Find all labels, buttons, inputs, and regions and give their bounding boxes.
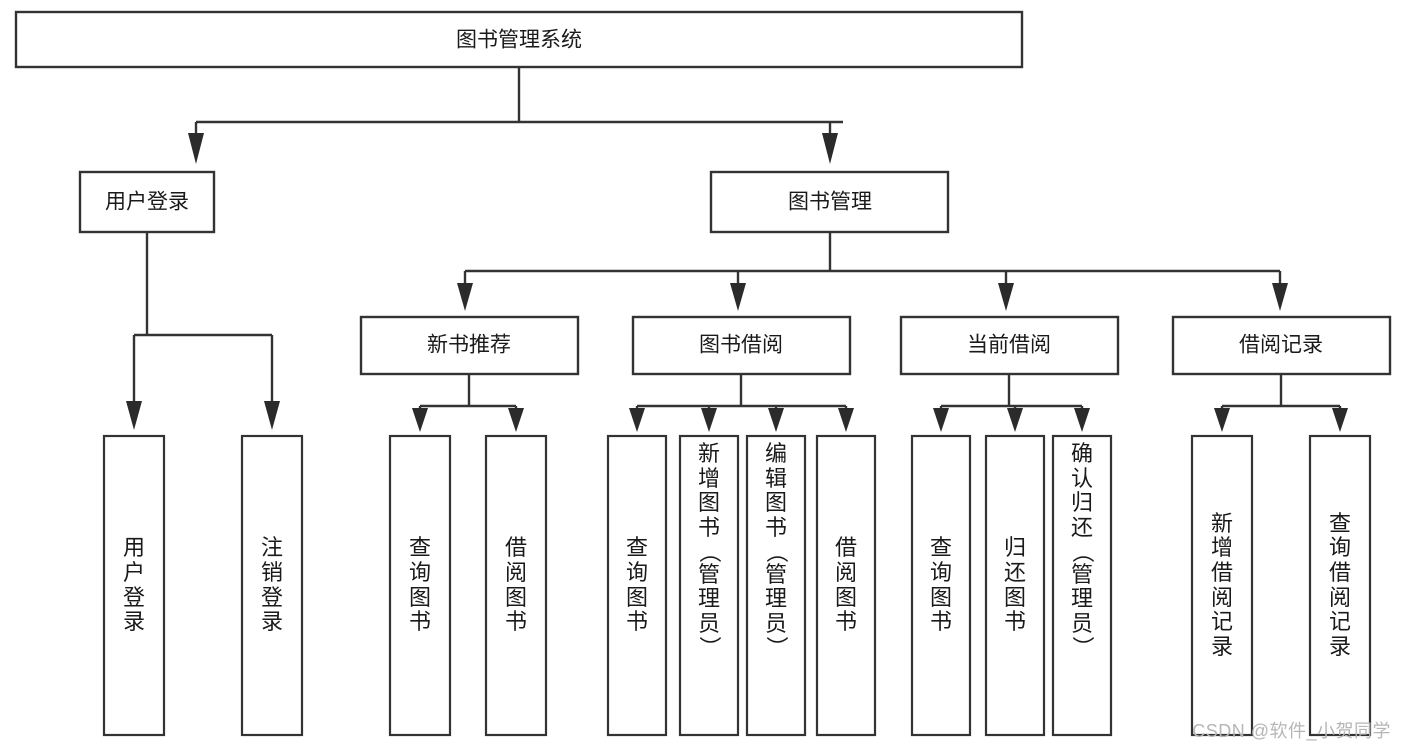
node-user-login-box[interactable]	[78, 170, 216, 234]
arrow-head-icon	[838, 408, 854, 432]
node-new-book-recommend-box[interactable]	[359, 315, 580, 376]
arrow-head-icon	[412, 408, 428, 432]
arrow-head-icon	[126, 401, 142, 430]
arrow-head-icon	[1272, 283, 1288, 311]
leaf-node-box[interactable]	[678, 434, 740, 737]
leaf-node-box[interactable]	[745, 434, 807, 737]
leaf-node-box[interactable]	[388, 434, 452, 737]
arrow-head-icon	[508, 408, 524, 432]
leaf-node-box[interactable]	[484, 434, 548, 737]
leaf-node-box[interactable]	[1051, 434, 1113, 737]
node-book-borrow-label: 图书借阅	[699, 334, 783, 357]
node-borrow-record-box[interactable]	[1171, 315, 1392, 376]
connector-group-borrow-record	[1214, 374, 1348, 432]
node-current-borrow[interactable]: 当前借阅	[899, 315, 1120, 376]
arrow-head-icon	[701, 408, 717, 432]
node-user-login[interactable]: 用户登录	[78, 170, 216, 234]
arrow-head-icon	[998, 283, 1014, 311]
arrow-head-icon	[188, 133, 204, 164]
leaf-node-box[interactable]	[910, 434, 972, 737]
arrow-head-icon	[933, 408, 949, 432]
node-current-borrow-box[interactable]	[899, 315, 1120, 376]
node-borrow-record[interactable]: 借阅记录	[1171, 315, 1392, 376]
node-root-box[interactable]	[14, 10, 1024, 69]
arrow-head-icon	[730, 283, 746, 311]
node-new-book-recommend[interactable]: 新书推荐	[359, 315, 580, 376]
leaf-node-box[interactable]	[240, 434, 304, 737]
node-root-label: 图书管理系统	[456, 29, 582, 52]
arrow-head-icon	[1074, 408, 1090, 432]
leaf-node-box[interactable]	[1190, 434, 1254, 737]
node-new-book-recommend-label: 新书推荐	[427, 334, 511, 357]
node-user-login-label: 用户登录	[105, 191, 189, 214]
connector-group-new-book	[412, 374, 524, 432]
node-book-borrow-box[interactable]	[631, 315, 852, 376]
arrow-head-icon	[1332, 408, 1348, 432]
connector-group-book-manage	[457, 232, 1288, 311]
leaf-node-box[interactable]	[1308, 434, 1372, 737]
node-book-manage-box[interactable]	[709, 170, 950, 234]
node-borrow-record-label: 借阅记录	[1239, 334, 1323, 357]
node-book-borrow[interactable]: 图书借阅	[631, 315, 852, 376]
connector-group-root	[188, 67, 843, 164]
connector-group-user-login	[126, 232, 280, 430]
leaf-node-box[interactable]	[102, 434, 166, 737]
arrow-head-icon	[457, 283, 473, 311]
arrow-head-icon	[629, 408, 645, 432]
connector-group-borrow	[629, 374, 854, 432]
node-root[interactable]: 图书管理系统	[14, 10, 1024, 69]
arrow-head-icon	[768, 408, 784, 432]
leaf-node-box[interactable]	[815, 434, 877, 737]
leaf-box-group	[102, 434, 1372, 737]
node-current-borrow-label: 当前借阅	[967, 334, 1051, 357]
arrow-head-icon	[1214, 408, 1230, 432]
arrow-head-icon	[1007, 408, 1023, 432]
connector-group-current-borrow	[933, 374, 1090, 432]
node-book-manage-label: 图书管理	[788, 191, 872, 214]
leaf-node-box[interactable]	[984, 434, 1046, 737]
arrow-head-icon	[264, 401, 280, 430]
arrow-head-icon	[822, 133, 838, 164]
leaf-node-box[interactable]	[606, 434, 668, 737]
node-book-manage[interactable]: 图书管理	[709, 170, 950, 234]
